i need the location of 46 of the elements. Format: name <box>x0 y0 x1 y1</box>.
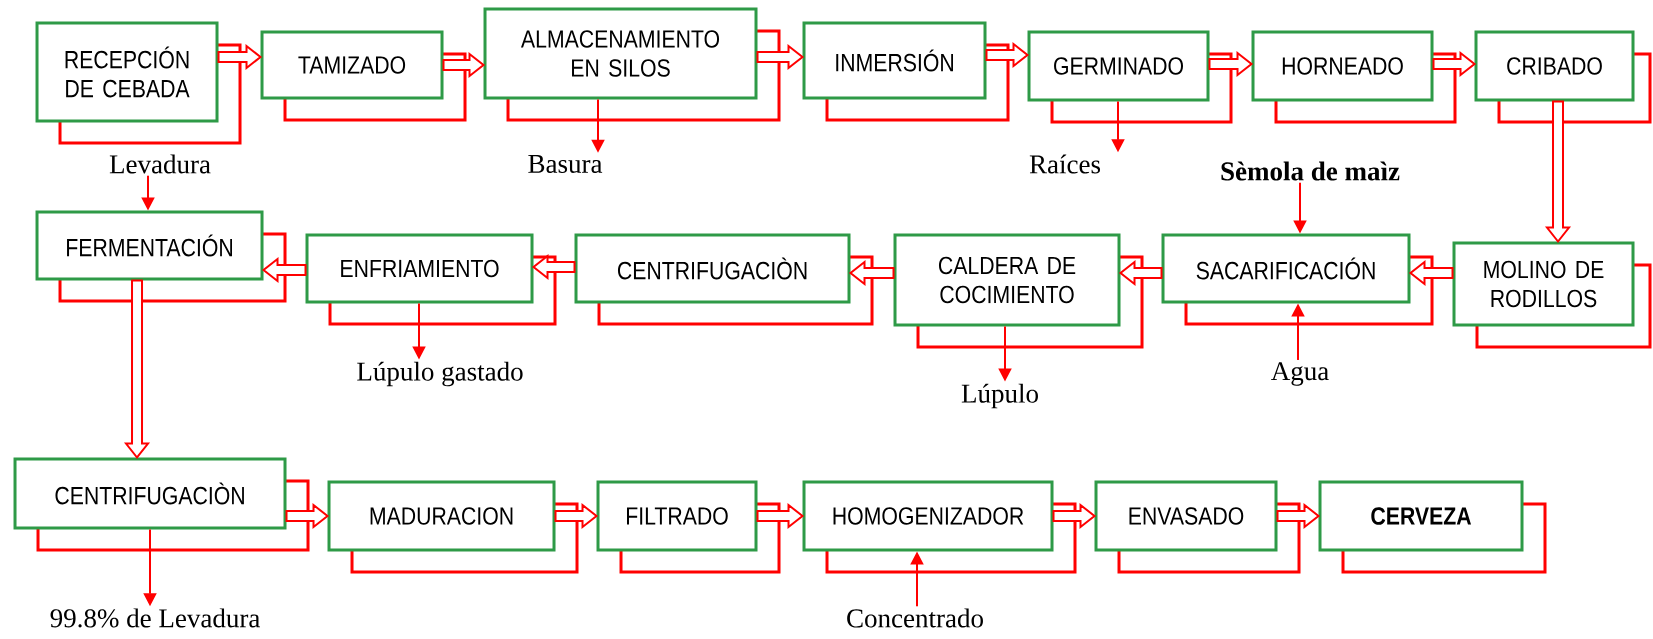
block-arrow <box>1408 259 1454 287</box>
process-box: CENTRIFUGACIÒN <box>13 457 310 552</box>
block-arrow <box>1118 259 1163 287</box>
block-arrow <box>756 502 805 530</box>
stream-label: Levadura <box>109 154 211 174</box>
process-box: CENTRIFUGACIÒN <box>574 233 874 326</box>
block-arrow <box>554 502 599 530</box>
process-box: INMERSIÓN <box>802 21 1010 122</box>
stream-label: Sèmola de maìz <box>1221 161 1400 181</box>
process-box: CERVEZA <box>1318 480 1547 574</box>
stream-label: Concentrado <box>847 608 983 628</box>
process-box: FERMENTACIÓN <box>35 210 287 303</box>
process-box: RECEPCIÓN DE CEBADA <box>35 21 242 145</box>
process-box: CALDERA DE COCIMIENTO <box>893 233 1144 349</box>
block-arrow <box>1052 502 1097 530</box>
stream-label: Lúpulo <box>961 383 1038 409</box>
block-arrow <box>217 43 263 71</box>
block-arrow <box>123 279 151 460</box>
block-arrow <box>1208 50 1254 78</box>
stream-label: Agua <box>1271 362 1329 386</box>
process-box: ENVASADO <box>1094 480 1301 574</box>
process-box: FILTRADO <box>596 480 781 574</box>
process-box: HOMOGENIZADOR <box>802 480 1077 574</box>
process-box: TAMIZADO <box>260 30 467 122</box>
process-box: ALMACENAMIENTO EN SILOS <box>483 7 781 122</box>
block-arrow <box>1276 502 1321 530</box>
block-arrow <box>848 259 895 287</box>
block-arrow <box>1544 100 1572 244</box>
process-box: SACARIFICACIÓN <box>1161 233 1434 326</box>
process-box: GERMINADO <box>1027 30 1233 124</box>
stream-label: Lúpulo gastado <box>357 361 523 387</box>
block-arrow <box>985 41 1030 69</box>
process-box: HORNEADO <box>1251 30 1457 124</box>
stream-label: Basura <box>528 155 603 173</box>
block-arrow <box>285 502 330 530</box>
block-arrow <box>261 256 307 284</box>
block-arrow <box>1432 50 1477 78</box>
block-arrow <box>531 253 576 281</box>
stream-label: Raíces <box>1029 154 1101 174</box>
process-box: MOLINO DE RODILLOS <box>1452 241 1652 349</box>
process-box: CRIBADO <box>1474 30 1652 124</box>
process-box: ENFRIAMIENTO <box>305 233 557 326</box>
block-arrow <box>442 51 486 79</box>
block-arrow <box>756 43 805 71</box>
stream-label: 99.8% de Levadura <box>50 608 260 628</box>
process-box: MADURACION <box>327 480 579 574</box>
